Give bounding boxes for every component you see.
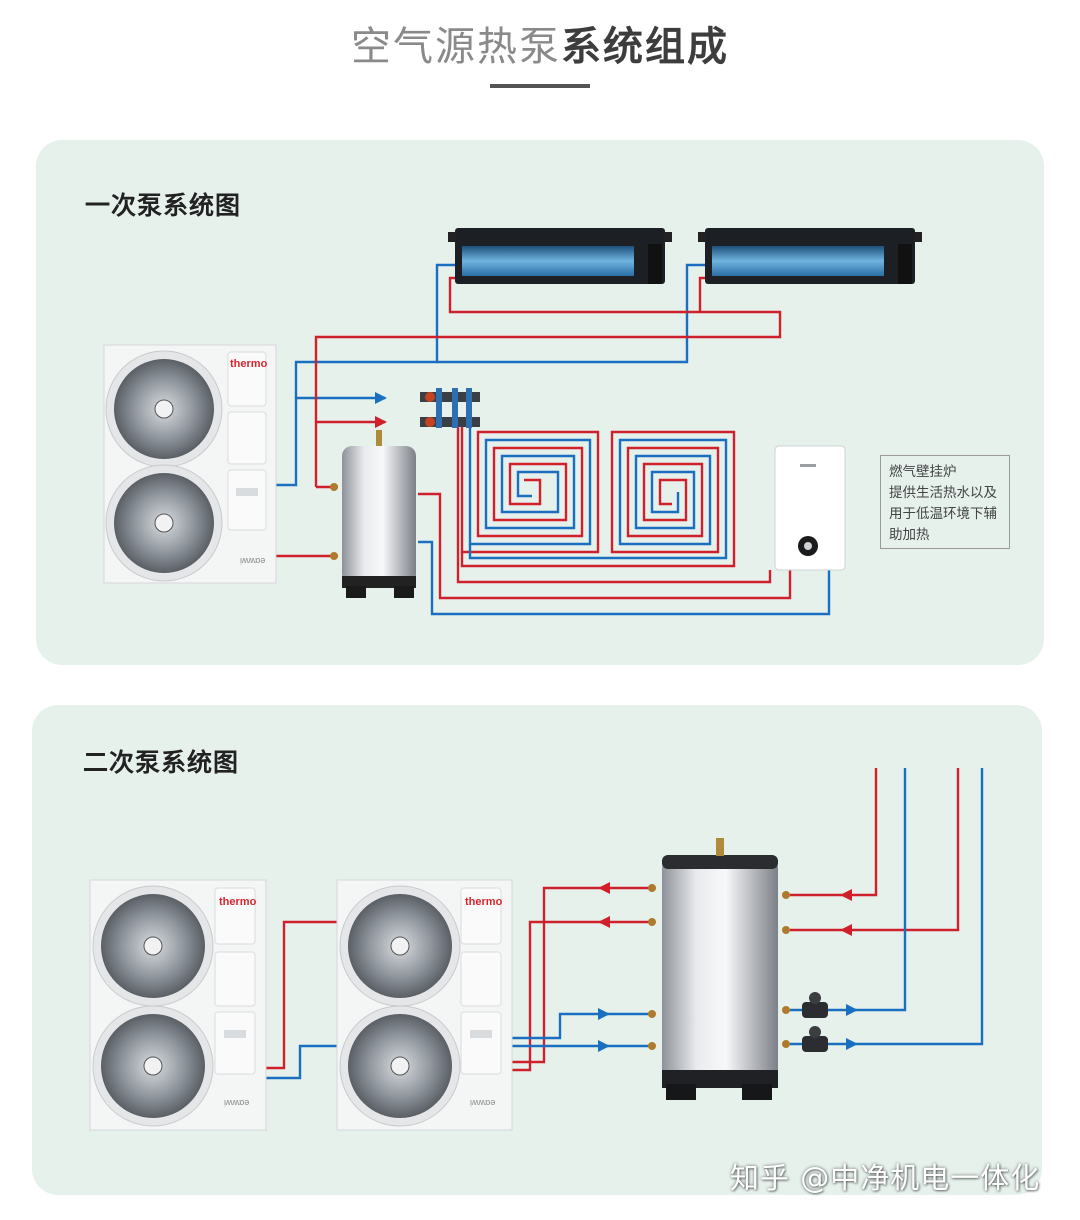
circulation-pump-2 (802, 1026, 828, 1052)
blue-pipe-fancoil-2 (437, 263, 707, 364)
title-bold: 系统组成 (561, 24, 729, 70)
red-load-1 (790, 768, 878, 897)
red-pipe-boiler (418, 492, 792, 600)
gas-boiler (774, 445, 846, 571)
callout-line-4: 助加热 (889, 527, 930, 543)
manifold-arrow-red (375, 416, 387, 428)
brand-label-unit-2b: thermo (465, 896, 503, 908)
brand-label-unit-1: thermo (230, 358, 268, 370)
circulation-pump-1 (802, 992, 828, 1018)
red-pipe-fancoil-loop (314, 276, 782, 487)
primary-pump-heading: 一次泵系统图 (85, 191, 242, 220)
model-label-unit-2b: eαwwi (470, 1098, 496, 1108)
buffer-tank-1 (330, 430, 416, 598)
callout-line-3: 用于低温环境下辅 (889, 506, 997, 522)
callout-line-2: 提供生活热水以及 (889, 485, 997, 501)
blue-load-1 (790, 768, 907, 1012)
fan-coil-unit-1 (448, 228, 672, 284)
title-underline (490, 84, 590, 88)
blue-pipe-boiler (418, 540, 831, 616)
floor-heating-coil-1 (460, 425, 600, 554)
heat-pump-unit-1 (103, 344, 277, 584)
red-link-hp1-hp2 (266, 920, 337, 1070)
manifold-arrow-blue (375, 392, 387, 404)
buffer-tank-2 (648, 838, 790, 1100)
blue-pipe-hp-out (276, 396, 385, 487)
model-label-unit-2a: eαwwi (224, 1098, 250, 1108)
heat-pump-unit-2b (336, 879, 513, 1131)
primary-pipes (276, 263, 831, 616)
red-load-2 (790, 768, 960, 932)
callout-line-1: 燃气壁挂炉 (889, 464, 957, 480)
floor-heating-coil-2 (460, 430, 736, 568)
fan-coil-unit-2 (698, 228, 922, 284)
blue-link-hp1-hp2 (266, 1044, 337, 1080)
blue-return-tank-1 (512, 1012, 655, 1040)
red-supply-tank-2 (512, 920, 655, 1072)
watermark: 知乎 @中净机电一体化 (730, 1161, 1041, 1195)
boiler-callout: 燃气壁挂炉 提供生活热水以及 用于低温环境下辅 助加热 (880, 455, 1010, 549)
title-light: 空气源热泵 (351, 24, 561, 70)
brand-label-unit-2a: thermo (219, 896, 257, 908)
heat-pump-unit-2a (89, 879, 267, 1131)
red-supply-tank-1 (512, 886, 655, 1064)
page-title: 空气源热泵系统组成 (0, 14, 1080, 72)
blue-pipe-fancoil-1 (294, 263, 458, 398)
floor-manifold (420, 388, 480, 428)
secondary-pump-heading: 二次泵系统图 (83, 748, 240, 777)
secondary-arrows (598, 882, 858, 1052)
model-label-unit-1: eαwwi (240, 556, 266, 566)
